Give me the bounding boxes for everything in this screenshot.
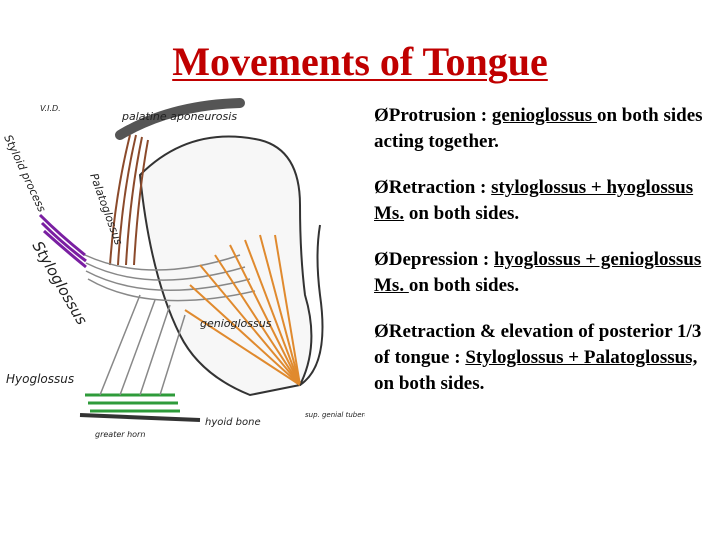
hyoid-bone [79, 413, 201, 422]
arrow-bullet-icon: Ø [374, 177, 389, 198]
movement-list: ØProtrusion : genioglossus on both sides… [374, 103, 716, 417]
label-genioglossus: genioglossus [200, 317, 272, 330]
arrow-bullet-icon: Ø [374, 105, 389, 126]
movement-muscles: genioglossus [491, 105, 597, 126]
genioglossus-muscle [184, 234, 301, 386]
label-corner-mark: V.I.D. [40, 104, 61, 113]
tongue-diagram-svg: palatine aponeurosis Styloid process Pal… [0, 95, 374, 465]
movement-muscles: Styloglossus + Palatoglossus, [465, 347, 698, 368]
slide-title: Movements of Tongue [172, 39, 548, 84]
movement-item: ØProtrusion : genioglossus on both sides… [374, 103, 716, 155]
label-hyoid-bone: hyoid bone [205, 417, 261, 428]
label-greater-horn: greater horn [95, 430, 145, 439]
movement-lead: Protrusion : [388, 105, 492, 126]
tongue-outline [138, 135, 313, 397]
movement-lead: Retraction : [388, 177, 492, 198]
label-sup-genial-tubercle: sup. genial tubercle [305, 411, 365, 419]
movement-rest: on both sides. [374, 373, 485, 394]
mandible-outline [299, 224, 324, 386]
movement-lead: Retraction & elevation of posterior 1/3 … [374, 321, 702, 368]
arrow-bullet-icon: Ø [374, 249, 389, 270]
movement-rest: on both sides acting together. [374, 105, 703, 152]
palatoglossus-muscle [109, 134, 149, 266]
movement-rest: on both sides. [408, 275, 520, 296]
movement-item: ØDepression : hyoglossus + genioglossus … [374, 247, 716, 299]
label-hyoglossus: Hyoglossus [6, 372, 74, 386]
styloglossus-muscle [38, 213, 87, 269]
movement-lead: Depression : [388, 249, 494, 270]
movement-item: ØRetraction & elevation of posterior 1/3… [374, 319, 716, 397]
movement-muscles: styloglossus + hyoglossus Ms. [374, 177, 694, 224]
movement-muscles: hyoglossus + genioglossus Ms. [374, 249, 702, 296]
tongue-muscles-diagram: palatine aponeurosis Styloid process Pal… [0, 95, 374, 465]
movement-item: ØRetraction : styloglossus + hyoglossus … [374, 175, 716, 227]
label-palatine-aponeurosis: palatine aponeurosis [121, 110, 237, 123]
hyoglossus-fibers [99, 294, 186, 396]
arrow-bullet-icon: Ø [374, 321, 389, 342]
palatine-aponeurosis-shape [115, 98, 245, 140]
movement-rest: on both sides. [404, 203, 520, 224]
